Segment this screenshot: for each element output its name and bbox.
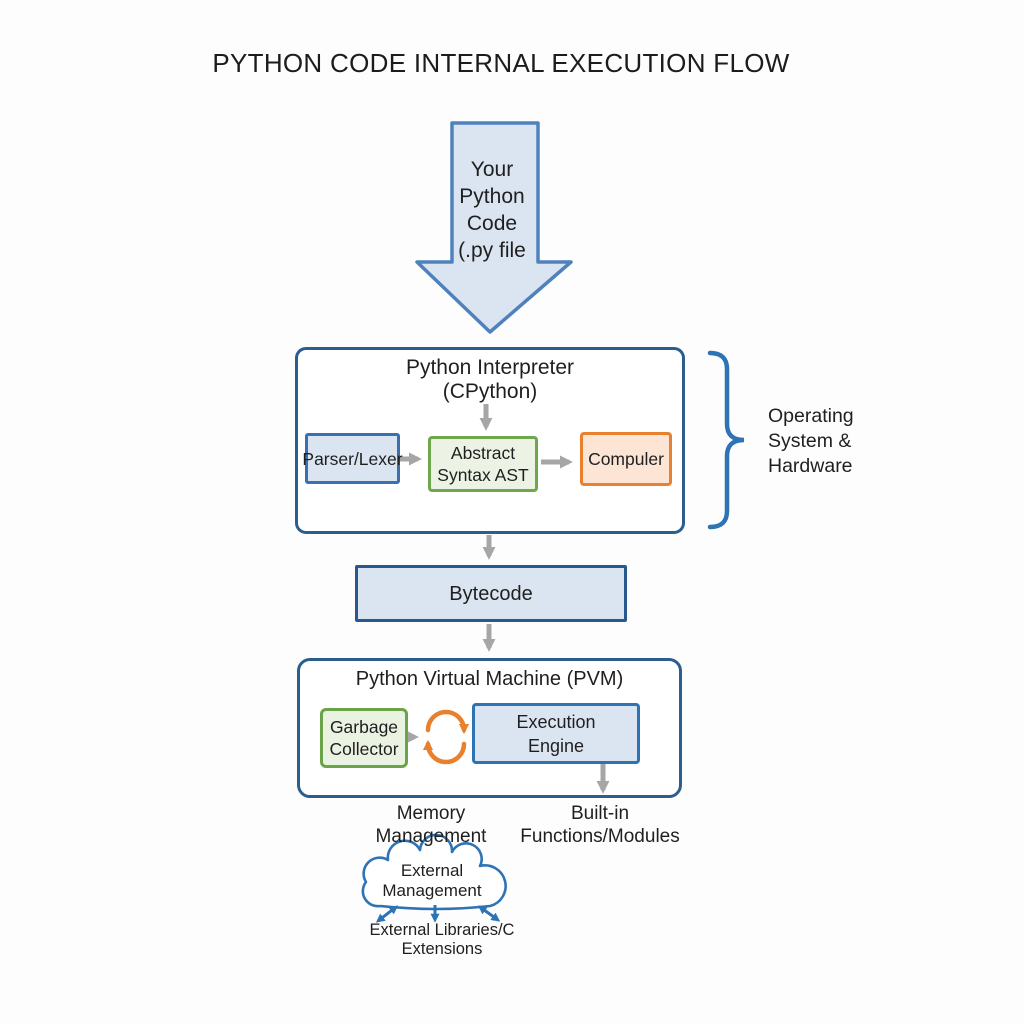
- cloud-label-line2: Management: [382, 881, 482, 900]
- os-label-line1: Operating: [768, 405, 854, 427]
- arrow-label-line: Your: [470, 158, 514, 181]
- double-arrow-left-icon: [375, 905, 399, 923]
- gc-label-line2: Collector: [329, 739, 399, 759]
- arrow-label-line: Python: [459, 185, 525, 208]
- bytecode-label: Bytecode: [449, 582, 533, 605]
- engine-label-line2: Engine: [527, 735, 585, 756]
- interpreter-title: Python Interpreter (CPython): [295, 356, 685, 404]
- engine-label-line1: Execution: [516, 711, 596, 732]
- compiler-box: Compuler: [580, 432, 672, 486]
- gc-label-line1: Garbage: [329, 717, 399, 737]
- source-code-arrow-label: Your Python Code (.py file: [430, 156, 554, 264]
- memory-label-line2: Management: [375, 826, 487, 847]
- right-curly-brace-icon: [707, 350, 745, 530]
- os-hardware-label: Operating System & Hardware: [768, 404, 898, 479]
- ast-label-line2: Syntax AST: [437, 465, 529, 485]
- memory-management-label: Memory Management: [356, 802, 506, 848]
- compiler-label: Compuler: [588, 449, 664, 469]
- arrow-label-line: (.py file: [458, 239, 526, 262]
- builtin-functions-label: Built-in Functions/Modules: [505, 802, 695, 848]
- garbage-collector-box: Garbage Collector: [320, 708, 408, 768]
- ast-label: Abstract Syntax AST: [437, 442, 528, 486]
- execution-engine-label: Execution Engine: [516, 710, 595, 758]
- double-arrow-right-icon: [477, 905, 501, 922]
- ast-box: Abstract Syntax AST: [428, 436, 538, 492]
- bytecode-box: Bytecode: [355, 565, 627, 622]
- cloud-label-line1: External: [400, 861, 464, 880]
- external-libraries-label: External Libraries/C Extensions: [369, 921, 515, 958]
- os-label-line3: Hardware: [768, 455, 853, 477]
- interpreter-title-line1: Python Interpreter: [405, 356, 575, 379]
- builtin-label-line2: Functions/Modules: [520, 826, 680, 847]
- arrow-label-line: Code: [466, 212, 518, 235]
- parser-lexer-label: Parser/Lexer: [302, 448, 403, 469]
- diagram-title: PYTHON CODE INTERNAL EXECUTION FLOW: [212, 48, 790, 78]
- garbage-collector-label: Garbage Collector: [329, 716, 398, 760]
- memory-label-line1: Memory: [396, 803, 466, 824]
- external-management-cloud-label: External Management: [372, 861, 492, 901]
- pvm-title: Python Virtual Machine (PVM): [355, 668, 624, 690]
- ast-label-line1: Abstract: [450, 443, 516, 463]
- interpreter-title-line2: (CPython): [442, 380, 538, 403]
- execution-engine-box: Execution Engine: [472, 703, 640, 764]
- os-label-line2: System &: [768, 430, 852, 452]
- parser-lexer-box: Parser/Lexer: [302, 433, 403, 484]
- builtin-label-line1: Built-in: [570, 803, 630, 824]
